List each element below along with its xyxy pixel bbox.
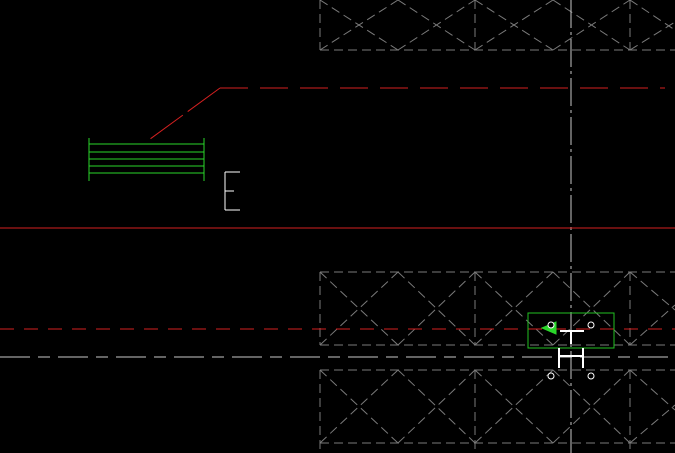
truss-top-diag-4 xyxy=(397,0,476,51)
truss-mid-diag-3 xyxy=(397,271,476,346)
truss-mid-diag-2 xyxy=(319,271,399,346)
truss-bot-diag-10 xyxy=(629,404,675,444)
grip-handles[interactable] xyxy=(547,321,595,380)
selection-box[interactable] xyxy=(527,312,615,349)
truss-bot-diag-1 xyxy=(319,369,399,444)
bracket-e-icon xyxy=(224,171,240,211)
truss-bot-diag-9 xyxy=(629,369,675,411)
i-beam-crosshair-icon[interactable] xyxy=(558,330,584,368)
truss-mid-diag-1 xyxy=(319,271,399,346)
grip-circle-icon[interactable] xyxy=(547,321,555,329)
truss-bot-diag-8 xyxy=(552,369,631,444)
truss-top-diag-9 xyxy=(629,21,675,51)
truss-top-diag-2 xyxy=(319,0,399,51)
truss-mid-diag-7 xyxy=(552,271,631,346)
red-dashed-line-upper[interactable] xyxy=(145,87,665,143)
grip-circle-icon[interactable] xyxy=(587,372,595,380)
grip-circle-icon[interactable] xyxy=(547,372,555,380)
truss-mid-diag-5 xyxy=(474,271,554,346)
truss-top-diag-6 xyxy=(474,0,554,51)
truss-bot-diag-2 xyxy=(319,369,399,444)
red-leader-line xyxy=(145,87,221,143)
truss-bot-diag-3 xyxy=(397,369,476,444)
truss-bot-diag-6 xyxy=(474,369,554,444)
truss-bot-diag-4 xyxy=(397,369,476,444)
truss-mid-diag-9 xyxy=(629,271,675,311)
truss-frame-bottom[interactable] xyxy=(319,369,675,453)
truss-mid-diag-10 xyxy=(629,304,675,346)
truss-mid-diag-4 xyxy=(397,271,476,346)
truss-bot-diag-7 xyxy=(552,369,631,444)
truss-mid-diag-8 xyxy=(552,271,631,346)
truss-frame-middle[interactable] xyxy=(319,271,675,346)
truss-top-diag-8 xyxy=(552,0,631,51)
truss-mid-diag-6 xyxy=(474,271,554,346)
grip-circle-icon[interactable] xyxy=(587,321,595,329)
truss-bot-diag-5 xyxy=(474,369,554,444)
truss-top-diag-10 xyxy=(629,0,675,31)
truss-frame-top[interactable] xyxy=(319,0,675,51)
green-hatch-object[interactable] xyxy=(88,138,205,181)
